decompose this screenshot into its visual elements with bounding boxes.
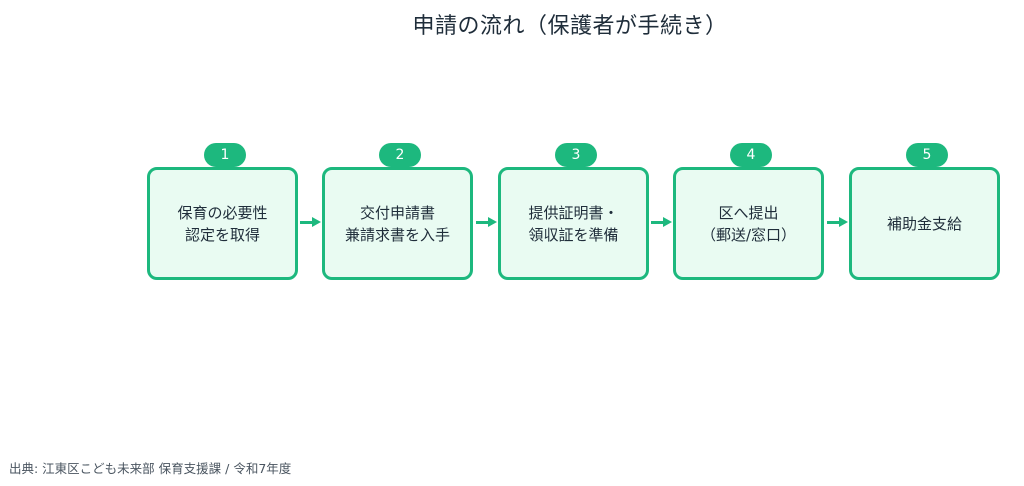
flow-arrow-icon-4: [827, 216, 849, 228]
step-number-badge-3: 3: [555, 143, 597, 167]
step-box-5: 補助金支給: [849, 167, 1000, 280]
step-label-5: 補助金支給: [886, 214, 962, 233]
step-number-badge-2: 2: [379, 143, 421, 167]
step-box-1: 保育の必要性 認定を取得: [147, 167, 298, 280]
step-number-badge-1: 1: [204, 143, 246, 167]
step-box-2: 交付申請書 兼請求書を入手: [322, 167, 473, 280]
step-box-4: 区へ提出 （郵送/窓口）: [673, 167, 824, 280]
flow-arrow-icon-3: [651, 216, 673, 228]
step-box-3: 提供証明書・ 領収証を準備: [498, 167, 649, 280]
flow-arrow-icon-1: [300, 216, 322, 228]
step-label-4: 区へ提出 （郵送/窓口）: [700, 203, 797, 244]
step-label-2: 交付申請書 兼請求書を入手: [344, 203, 450, 244]
source-note: 出典: 江東区こども未来部 保育支援課 / 令和7年度: [9, 461, 292, 476]
step-label-3: 提供証明書・ 領収証を準備: [528, 203, 619, 244]
step-number-badge-4: 4: [730, 143, 772, 167]
flow-arrow-icon-2: [476, 216, 498, 228]
step-number-badge-5: 5: [906, 143, 948, 167]
page-title: 申請の流れ（保護者が手続き）: [412, 14, 728, 39]
step-label-1: 保育の必要性 認定を取得: [177, 203, 268, 244]
